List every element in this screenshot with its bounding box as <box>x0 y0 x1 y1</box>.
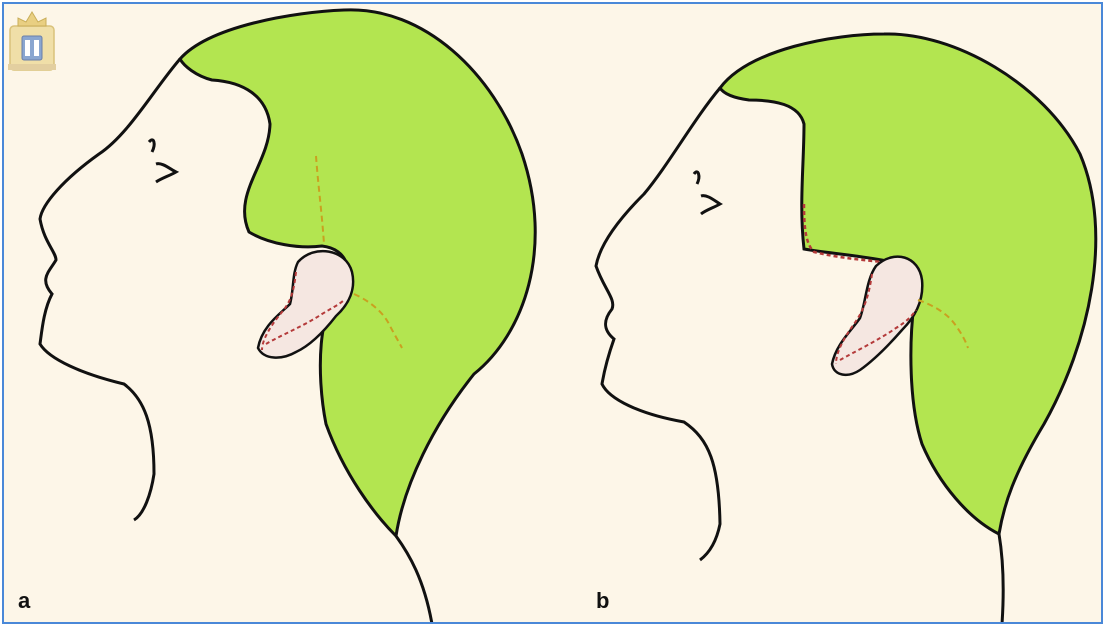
illustration-canvas <box>4 4 1103 624</box>
panel-b-eye-mark <box>694 172 720 214</box>
panel-a-neck-line <box>396 536 432 624</box>
panel-label-a: a <box>18 588 30 614</box>
panel-b-ear <box>832 257 922 375</box>
panel-label-b: b <box>596 588 609 614</box>
panel-a-eye-mark <box>149 140 176 182</box>
panel-a-hair-region <box>180 10 535 536</box>
panel-a-face-profile <box>40 59 180 520</box>
panel-b-neck-line <box>999 534 1003 624</box>
panel-b-illustration <box>596 34 1096 624</box>
panel-a-illustration <box>40 10 535 624</box>
crest-logo-icon <box>4 4 60 76</box>
panel-b-face-profile <box>596 88 720 560</box>
